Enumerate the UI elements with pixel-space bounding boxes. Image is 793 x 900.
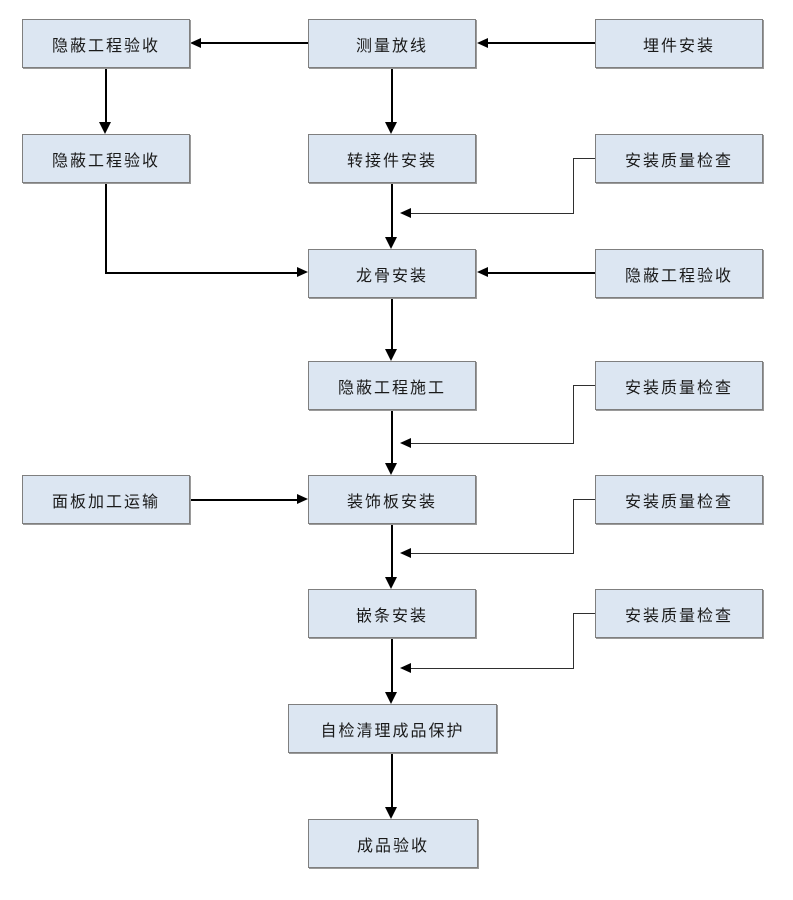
node-adapter-install: 转接件安装 [308, 134, 476, 183]
arrowhead-down-icon [99, 122, 111, 134]
arrowhead-left-icon [477, 38, 488, 48]
arrow-line-concealedwork-to-panel [391, 410, 393, 465]
arrow-line-concealed3-to-keel [488, 272, 595, 274]
arrow-line-embed-to-survey [488, 42, 595, 44]
arrow-line-selfcheck-to-final [391, 753, 393, 809]
node-concealed-acceptance-3: 隐蔽工程验收 [595, 249, 763, 298]
node-panel-install: 装饰板安装 [308, 475, 476, 524]
arrowhead-right-icon [297, 267, 308, 277]
arrow-line-survey-to-adapter [391, 68, 393, 124]
arrow-line-survey-to-concealed1 [201, 42, 308, 44]
arrow-line-panel-to-trim [391, 524, 393, 579]
node-quality-check-3: 安装质量检查 [595, 475, 763, 524]
qc4-stub-line [573, 613, 595, 614]
arrow-line-trim-to-selfcheck [391, 638, 393, 694]
arrowhead-left-icon [190, 38, 201, 48]
arrowhead-left-icon [400, 663, 411, 673]
node-final-acceptance: 成品验收 [308, 819, 478, 868]
qc2-stub-line [573, 385, 595, 386]
qc3-vertical-line [573, 499, 574, 554]
arrow-line-adapter-to-keel [391, 183, 393, 239]
node-quality-check-4: 安装质量检查 [595, 589, 763, 638]
elbow-line-concealed2-down [105, 183, 107, 274]
node-selfcheck-protect: 自检清理成品保护 [288, 704, 497, 753]
arrowhead-down-icon [385, 463, 397, 475]
node-survey-layout: 测量放线 [308, 19, 476, 68]
qc3-feed-line [411, 553, 573, 554]
qc1-stub-line [573, 158, 595, 159]
qc1-vertical-line [573, 158, 574, 214]
node-trim-install: 嵌条安装 [308, 589, 476, 638]
arrow-line-transport-to-panel [190, 499, 297, 501]
qc3-stub-line [573, 499, 595, 500]
node-concealed-acceptance-2: 隐蔽工程验收 [22, 134, 190, 183]
qc4-feed-line [411, 668, 573, 669]
node-embed-install: 埋件安装 [595, 19, 763, 68]
node-keel-install: 龙骨安装 [308, 249, 476, 298]
qc2-feed-line [411, 443, 573, 444]
qc2-vertical-line [573, 385, 574, 444]
node-concealed-construction: 隐蔽工程施工 [308, 361, 476, 410]
arrowhead-down-icon [385, 237, 397, 249]
node-quality-check-2: 安装质量检查 [595, 361, 763, 410]
arrowhead-down-icon [385, 122, 397, 134]
arrowhead-left-icon [400, 438, 411, 448]
arrowhead-left-icon [400, 548, 411, 558]
arrowhead-down-icon [385, 577, 397, 589]
elbow-line-concealed2-to-keel [105, 272, 297, 274]
arrowhead-left-icon [400, 208, 411, 218]
arrowhead-down-icon [385, 807, 397, 819]
arrow-line-keel-to-concealedwork [391, 298, 393, 351]
node-panel-transport: 面板加工运输 [22, 475, 190, 524]
arrowhead-down-icon [385, 692, 397, 704]
node-concealed-acceptance-1: 隐蔽工程验收 [22, 19, 190, 68]
arrow-line-concealed1-to-concealed2 [105, 68, 107, 124]
arrowhead-right-icon [297, 494, 308, 504]
arrowhead-left-icon [477, 267, 488, 277]
node-quality-check-1: 安装质量检查 [595, 134, 763, 183]
qc4-vertical-line [573, 613, 574, 669]
qc1-feed-line [411, 213, 573, 214]
arrowhead-down-icon [385, 349, 397, 361]
